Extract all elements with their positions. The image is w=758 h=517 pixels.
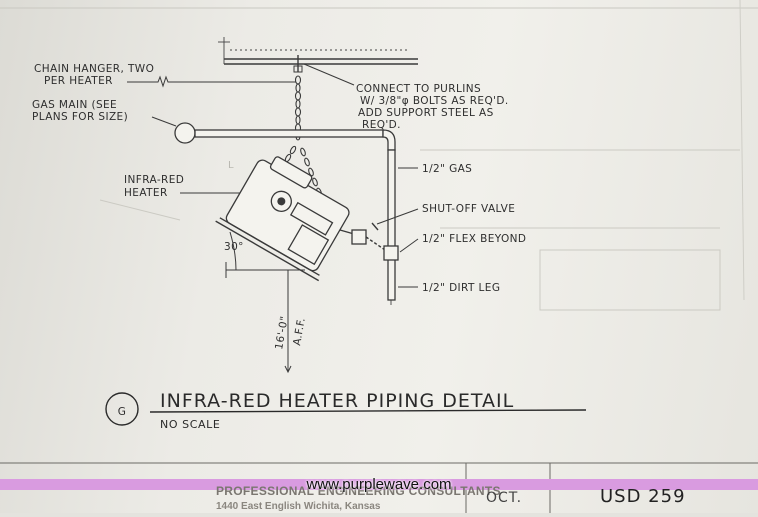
diagram-title: INFRA-RED HEATER PIPING DETAIL: [160, 390, 514, 412]
angle-dimension: [225, 231, 305, 278]
label-half-gas: 1/2" GAS: [422, 163, 472, 175]
label-heater-line1: INFRA-RED: [124, 174, 184, 186]
diagram-subtitle: NO SCALE: [160, 418, 220, 431]
label-connect-line2: W/ 3/8"φ BOLTS AS REQ'D.: [360, 95, 509, 107]
title-block-project: USD 259: [600, 486, 686, 507]
ghost-lines: [99, 149, 740, 311]
label-height: 16'-0": [273, 315, 291, 351]
valve-assembly: [339, 222, 399, 261]
label-heater-line2: HEATER: [124, 187, 168, 199]
label-connect-line3: ADD SUPPORT STEEL AS: [358, 107, 494, 119]
gas-main: [174, 122, 396, 305]
purlin-beam: [218, 37, 418, 65]
label-dirt-leg: 1/2" DIRT LEG: [422, 282, 500, 294]
label-gas-main-line2: PLANS FOR SIZE): [32, 111, 128, 123]
title-block-address: 1440 East English Wichita, Kansas: [216, 501, 381, 512]
label-shutoff-valve: SHUT-OFF VALVE: [422, 203, 515, 215]
label-aff: A.F.F.: [291, 317, 308, 347]
leader-lines: [127, 63, 419, 288]
detail-title: G INFRA-RED HEATER PIPING DETAIL NO SCAL…: [105, 390, 587, 431]
sheet-edge-line: [739, 0, 745, 301]
label-gas-main-line1: GAS MAIN (SEE: [32, 99, 117, 111]
label-connect-line1: CONNECT TO PURLINS: [356, 83, 481, 95]
label-chain-hanger-line2: PER HEATER: [44, 75, 113, 87]
title-block-firm: PROFESSIONAL ENGINEERING CONSULTANTS: [216, 484, 501, 498]
label-angle: 30°: [224, 241, 244, 253]
watermark-text: www.purplewave.com: [306, 476, 452, 493]
height-dimension: [284, 270, 292, 374]
label-chain-hanger-line1: CHAIN HANGER, TWO: [34, 63, 154, 75]
detail-marker-circle: [105, 392, 139, 426]
watermark-band: [0, 479, 758, 490]
label-connect-line4: REQ'D.: [362, 119, 401, 131]
title-block-date: OCT.: [486, 490, 523, 506]
detail-marker-letter: G: [118, 406, 127, 418]
infra-red-heater: [215, 156, 350, 282]
ghost-text: L: [228, 160, 234, 171]
label-flex-beyond: 1/2" FLEX BEYOND: [422, 233, 526, 245]
